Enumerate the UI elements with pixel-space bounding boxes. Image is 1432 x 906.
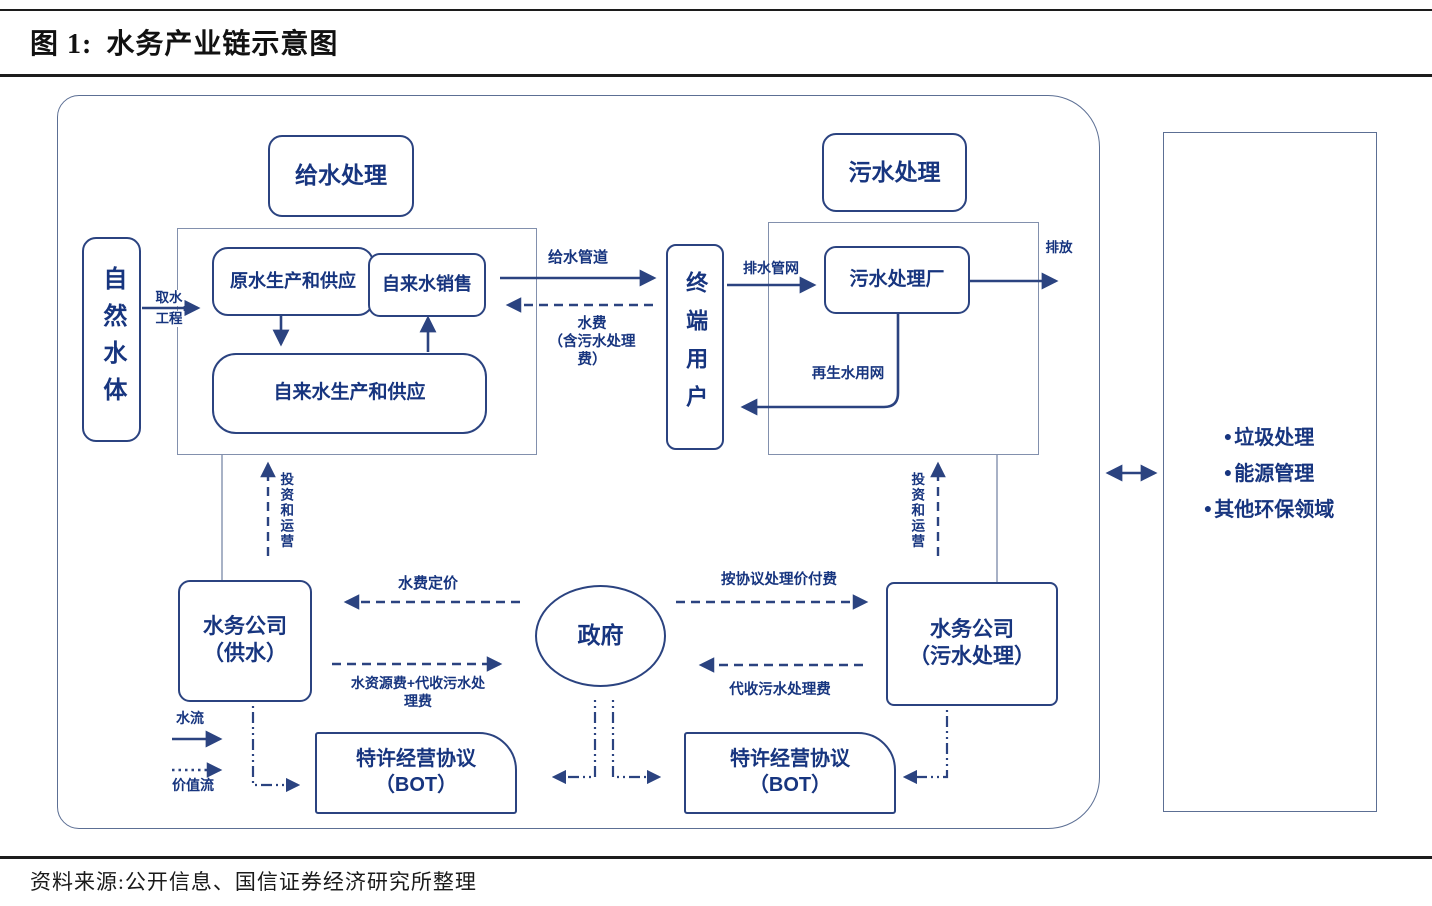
- label-resource-fee-line2: 理费: [404, 693, 432, 709]
- list-item: ● 能源管理: [1223, 463, 1315, 485]
- label-water-fee-line2: （含污水处理: [548, 334, 636, 350]
- legend-value-flow-label: 价值流: [172, 777, 214, 793]
- label-intake-line2: 工程: [153, 311, 185, 328]
- figure-title: 图 1: 水务产业链示意图: [30, 22, 338, 62]
- label-water-fee-line3: 费）: [577, 352, 607, 368]
- node-raw-water-supply: 原水生产和供应: [212, 247, 374, 316]
- bullet-icon: ●: [1203, 499, 1213, 516]
- link-gov-bot-left: [551, 700, 597, 785]
- node-natural-water: 自然水体: [82, 237, 141, 442]
- label-intake-line1: 取水: [153, 290, 185, 307]
- label-invest-operate-right: 投资和运营: [909, 472, 925, 550]
- figure-name: 水务产业链示意图: [106, 29, 339, 60]
- section-water-supply: 给水处理: [268, 135, 414, 217]
- node-end-user: 终端用户: [666, 244, 724, 450]
- node-government: 政府: [535, 585, 666, 687]
- node-water-co-supply: 水务公司 （供水）: [178, 580, 312, 702]
- title-divider-rule: [0, 74, 1432, 77]
- other-environment-list: ● 垃圾处理 ● 能源管理 ● 其他环保领域: [1163, 421, 1375, 522]
- link-sewageco-bot-right: [902, 704, 949, 785]
- label-agreement-payment: 按协议处理价付费: [721, 572, 837, 588]
- section-sewage-treatment: 污水处理: [822, 133, 967, 212]
- link-supplyco-bot-left: [251, 700, 301, 793]
- node-bot-left: 特许经营协议 （BOT）: [315, 732, 517, 814]
- label-collect-sewage-fee: 代收污水处理费: [729, 682, 831, 698]
- bullet-icon: ●: [1223, 427, 1233, 444]
- node-bot-right: 特许经营协议 （BOT）: [684, 732, 896, 814]
- label-resource-fee-line1: 水资源费+代收污水处: [350, 675, 486, 691]
- figure-number: 图 1:: [30, 29, 93, 60]
- node-water-co-sewage: 水务公司 （污水处理）: [886, 582, 1058, 706]
- water-industry-frame: [57, 95, 1100, 829]
- node-tap-water-production: 自来水生产和供应: [212, 353, 487, 434]
- legend-water-flow-label: 水流: [176, 710, 204, 726]
- node-sewage-plant: 污水处理厂: [824, 246, 970, 314]
- water-supply-container: [177, 228, 537, 455]
- label-drainage-network: 排水管网: [743, 260, 799, 276]
- label-discharge: 排放: [1043, 240, 1075, 257]
- arrow-reclaimed-water: [740, 311, 900, 416]
- node-tap-water-sales: 自来水销售: [368, 253, 486, 317]
- label-invest-operate-left: 投资和运营: [278, 472, 294, 550]
- sewage-treatment-container: [768, 222, 1039, 455]
- figure-source: 资料来源:公开信息、国信证券经济研究所整理: [30, 870, 477, 894]
- list-item: ● 垃圾处理: [1223, 427, 1315, 449]
- label-reclaimed-water: 再生水用网: [811, 366, 885, 382]
- label-supply-pipeline: 给水管道: [547, 249, 609, 266]
- top-rule: [0, 9, 1432, 11]
- bottom-rule: [0, 856, 1432, 859]
- label-water-price-setting: 水费定价: [397, 575, 459, 592]
- other-environment-panel: [1163, 132, 1377, 812]
- list-item: ● 其他环保领域: [1203, 499, 1335, 521]
- bullet-icon: ●: [1223, 463, 1233, 480]
- label-water-fee-line1: 水费: [577, 316, 607, 332]
- link-gov-bot-right: [611, 700, 662, 785]
